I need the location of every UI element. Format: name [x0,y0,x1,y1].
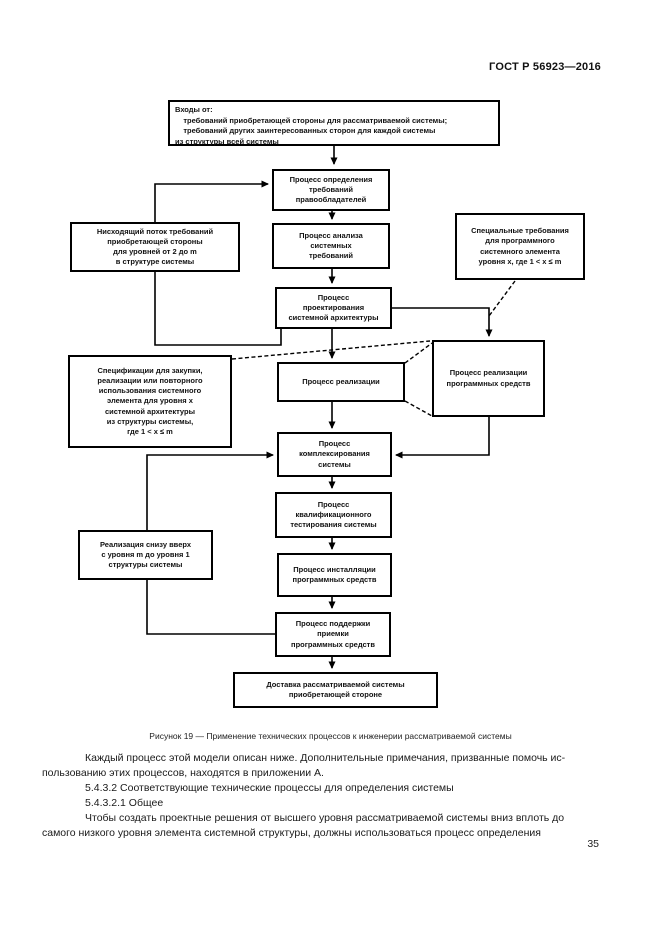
standard-number: ГОСТ Р 56923—2016 [489,61,601,73]
box-implementation-process: Процесс реализации [277,362,405,402]
box-architecture-design-process: Процесс проектирования системной архитек… [275,287,392,329]
box-system-integration-process: Процесс комплексирования системы [277,432,392,477]
figure-caption: Рисунок 19 — Применение технических проц… [149,731,512,741]
box-qualification-testing-process: Процесс квалификационного тестирования с… [275,492,392,538]
box-system-requirements-analysis-process: Процесс анализа системных требований [272,223,390,269]
paragraph-design-solutions: Чтобы создать проектные решения от высше… [42,812,565,839]
box-software-installation-process: Процесс инсталляции программных средств [277,553,392,597]
paragraph-model-description: Каждый процесс этой модели описан ниже. … [42,752,566,779]
heading-54321: 5.4.3.2.1 Общее [85,797,164,809]
page-number: 35 [587,838,599,850]
box-stakeholder-requirements-process: Процесс определения требований правообла… [272,169,390,211]
heading-5432: 5.4.3.2 Соответствующие технические проц… [85,782,454,794]
box-specification-purchase-note: Спецификации для закупки, реализации или… [68,355,232,448]
box-bottom-up-realization-note: Реализация снизу вверх с уровня m до уро… [78,530,213,580]
box-inputs: Входы от: требований приобретающей сторо… [168,100,500,146]
box-system-delivery: Доставка рассматриваемой системы приобре… [233,672,438,708]
box-downward-requirements-flow-note: Нисходящий поток требований приобретающе… [70,222,240,272]
body-text: Каждый процесс этой модели описан ниже. … [42,751,620,841]
box-software-implementation-process: Процесс реализации программных средств [432,340,545,417]
box-acceptance-support-process: Процесс поддержки приемки программных ср… [275,612,391,657]
box-special-requirements-note: Специальные требования для программного … [455,213,585,280]
